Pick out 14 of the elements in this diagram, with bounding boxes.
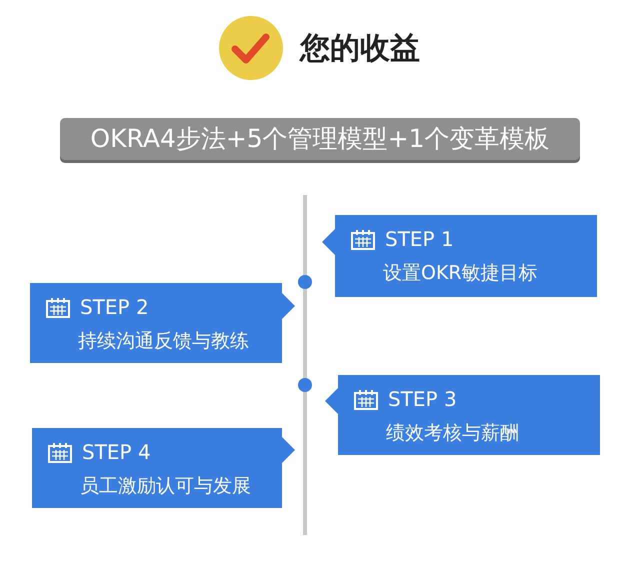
step-description: 绩效考核与薪酬 bbox=[386, 421, 519, 446]
step-description: 员工激励认可与发展 bbox=[80, 474, 251, 499]
banner: OKRA4步法+5个管理模型+1个变革模板 bbox=[60, 118, 580, 160]
step-callout bbox=[30, 283, 295, 363]
title: 您的收益 bbox=[300, 30, 420, 68]
step-description: 设置OKR敏捷目标 bbox=[383, 261, 538, 286]
step-callout bbox=[322, 215, 597, 297]
step-callout bbox=[32, 428, 295, 508]
step-heading: STEP 1 bbox=[385, 227, 454, 251]
step-heading: STEP 3 bbox=[388, 387, 457, 411]
step-heading: STEP 4 bbox=[82, 440, 151, 464]
step-heading: STEP 2 bbox=[80, 295, 149, 319]
step-description: 持续沟通反馈与教练 bbox=[78, 329, 249, 354]
step-callout bbox=[325, 375, 600, 455]
